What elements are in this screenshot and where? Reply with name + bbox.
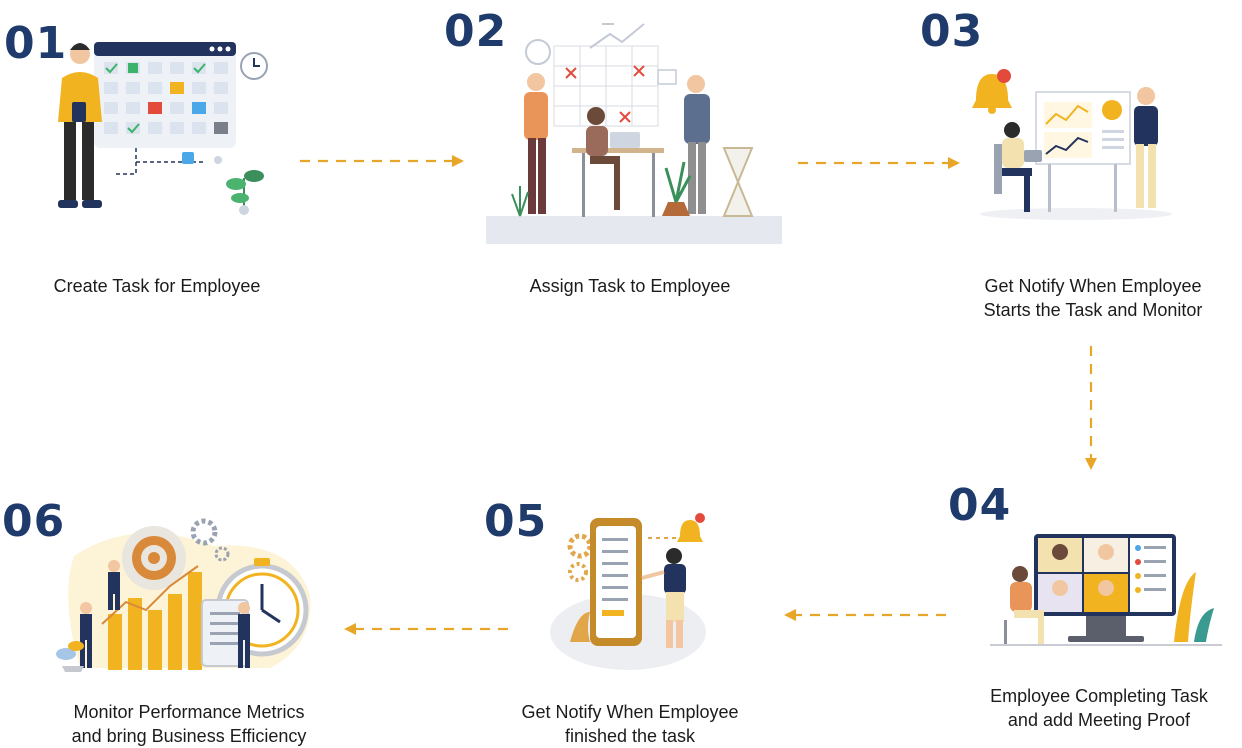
step-caption-02: Assign Task to Employee: [490, 274, 770, 298]
hourglass-icon: [722, 147, 754, 217]
sitting-person: [994, 122, 1042, 212]
performance-growth-illustration: [56, 518, 311, 672]
business-person: [80, 560, 250, 668]
plant-icon: [511, 161, 692, 217]
caption-line: Assign Task to Employee: [529, 276, 731, 296]
plant-icon: [226, 170, 264, 215]
plant-icon: [1174, 572, 1214, 642]
caption-line: Get Notify When Employee: [521, 702, 739, 722]
bell-icon: [972, 69, 1012, 114]
step-caption-05: Get Notify When Employee finished the ta…: [494, 700, 766, 748]
caption-line: Starts the Task and Monitor: [983, 300, 1203, 320]
team-assignment-illustration: [486, 23, 782, 244]
flow-arrow-03-04: [1085, 346, 1097, 470]
step-caption-04: Employee Completing Task and add Meeting…: [960, 684, 1238, 732]
plant-icon: [56, 641, 84, 672]
person-icon: [58, 43, 102, 208]
clipboard-icon: [201, 599, 249, 667]
task-board: [553, 45, 659, 127]
video-call-screen: [1034, 534, 1176, 642]
step-number-05: 05: [484, 496, 548, 547]
flow-arrow-05-06: [344, 623, 508, 635]
caption-line: and add Meeting Proof: [1007, 710, 1191, 730]
step-number-03: 03: [920, 6, 984, 57]
bar-chart: [108, 572, 202, 670]
step-caption-06: Monitor Performance Metrics and bring Bu…: [36, 700, 342, 748]
flow-arrow-04-05: [784, 609, 946, 621]
chart-board: [1035, 91, 1131, 212]
flow-arrow-01-02: [300, 155, 464, 167]
flow-arrow-02-03: [798, 157, 960, 169]
gear-icon: [190, 518, 230, 562]
caption-line: Create Task for Employee: [53, 276, 261, 296]
caption-line: Monitor Performance Metrics: [73, 702, 305, 722]
video-meeting-illustration: [990, 534, 1222, 646]
presenter-person: [1134, 87, 1158, 208]
step-caption-03: Get Notify When Employee Starts the Task…: [950, 274, 1236, 322]
presentation-monitor-illustration: [972, 69, 1172, 220]
caption-line: and bring Business Efficiency: [71, 726, 307, 746]
step-number-02: 02: [444, 6, 508, 57]
standing-person-left: [524, 73, 548, 214]
bell-icon: [677, 513, 705, 542]
desk: [572, 132, 664, 217]
calendar-board: [94, 42, 236, 148]
caption-line: Get Notify When Employee: [984, 276, 1202, 296]
step-caption-01: Create Task for Employee: [20, 274, 294, 298]
step-number-01: 01: [4, 18, 68, 69]
mobile-notification-illustration: [550, 513, 706, 670]
step-number-06: 06: [2, 496, 66, 547]
standing-person: [641, 548, 686, 648]
caption-line: Employee Completing Task: [990, 686, 1208, 706]
clock-icon: [240, 52, 268, 80]
sitting-person: [586, 107, 620, 210]
target-icon: [122, 526, 186, 590]
standing-person-right: [684, 75, 710, 214]
gear-icon: [567, 533, 593, 582]
phone-icon: [590, 518, 642, 646]
caption-line: finished the task: [564, 726, 696, 746]
calendar-planning-illustration: [58, 42, 268, 215]
step-number-04: 04: [948, 480, 1012, 531]
sitting-person: [1004, 566, 1044, 644]
